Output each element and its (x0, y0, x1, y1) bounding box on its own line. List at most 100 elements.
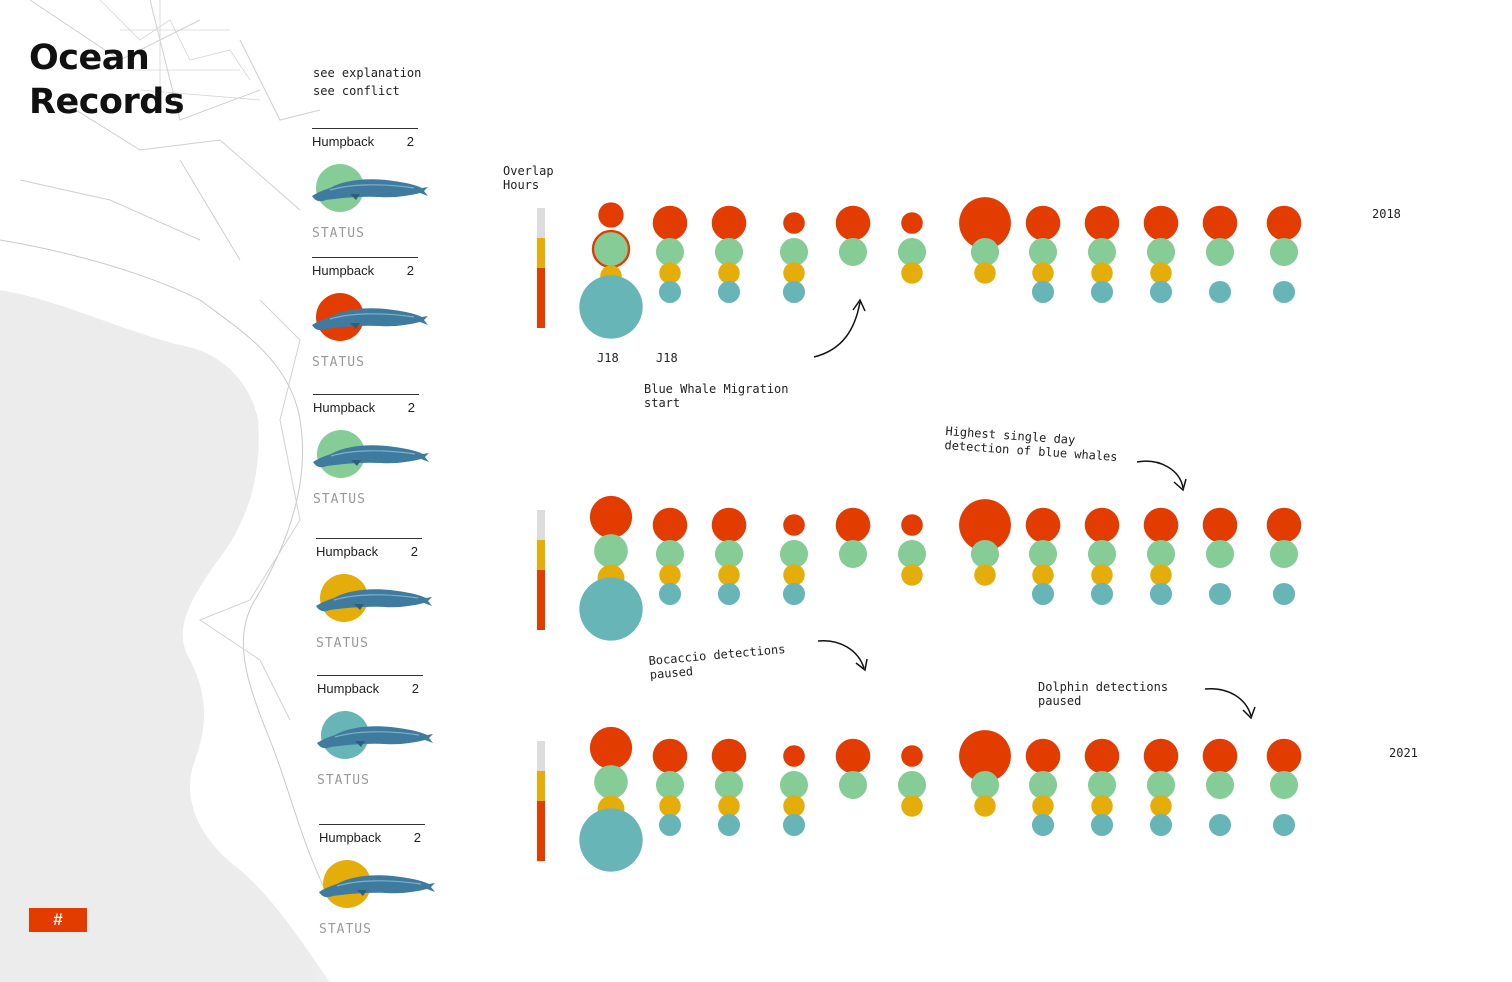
species-card-3[interactable]: Humpback 2 STATUS (313, 394, 429, 514)
card-divider (316, 538, 422, 539)
bubble-yellow-r2-c8 (1091, 795, 1113, 817)
bubble-yellow-r0-c9 (1150, 262, 1172, 284)
bubble-green-r0-c11 (1269, 237, 1299, 267)
bubble-red-r1-c2 (711, 507, 747, 543)
bubble-green-r2-c8 (1087, 770, 1117, 800)
bubble-teal-r0-c8 (1090, 280, 1114, 304)
overlap-bar-yellow-1 (537, 540, 545, 570)
bubble-yellow-r1-c5 (901, 564, 923, 586)
bubble-yellow-r1-c7 (1032, 564, 1054, 586)
card-status: STATUS (312, 355, 365, 370)
column-label-2: J18 (656, 351, 678, 365)
bubble-yellow-r2-c5 (901, 795, 923, 817)
bubble-yellow-r1-c8 (1091, 564, 1113, 586)
see-explanation-link[interactable]: see explanation (313, 66, 422, 80)
species-card-6[interactable]: Humpback 2 STATUS (319, 824, 435, 944)
bubble-teal-r2-c8 (1090, 813, 1114, 837)
bubble-yellow-r0-c5 (901, 262, 923, 284)
card-status: STATUS (316, 636, 369, 651)
card-species-name: Humpback (317, 681, 380, 696)
bubble-red-r1-c6 (959, 499, 1011, 551)
bubble-yellow-r0-c8 (1091, 262, 1113, 284)
see-conflict-link[interactable]: see conflict (313, 84, 400, 98)
card-species-name: Humpback (316, 544, 379, 559)
bubble-green-r0-c2 (714, 237, 744, 267)
species-card-4[interactable]: Humpback 2 STATUS (316, 538, 432, 658)
bubble-green-r2-c6 (970, 770, 1000, 800)
year-label-2018: 2018 (1372, 207, 1401, 221)
card-status: STATUS (319, 922, 372, 937)
bubble-red-r2-c9 (1143, 738, 1179, 774)
bubble-green-r1-c2 (714, 539, 744, 569)
bubble-red-r2-c10 (1202, 738, 1238, 774)
bubble-yellow-r1-c3 (783, 564, 805, 586)
bubble-teal-r2-c10 (1208, 813, 1232, 837)
bubble-red-r2-c0 (589, 726, 633, 770)
bubble-green-r1-c8 (1087, 539, 1117, 569)
bubble-green-r1-c10 (1205, 539, 1235, 569)
bubble-yellow-r1-c6 (974, 564, 996, 586)
card-count: 2 (406, 263, 414, 278)
arrowhead-migration (852, 298, 866, 312)
bubble-red-r0-c0 (598, 202, 624, 228)
bubble-green-r0-c3 (779, 237, 809, 267)
arrowhead-bocaccio (855, 658, 868, 672)
bubble-green-r0-c9 (1146, 237, 1176, 267)
overlap-bar-gray-1 (537, 510, 545, 540)
arrow-dolphin (1204, 688, 1252, 717)
bubble-red-r2-c5 (901, 745, 923, 767)
card-status: STATUS (312, 226, 365, 241)
hash-button[interactable]: # (29, 908, 87, 932)
overlap-hours-label: Overlap Hours (503, 164, 554, 192)
whale-icon (316, 589, 432, 612)
card-count: 2 (406, 134, 414, 149)
bubble-teal-r0-c7 (1031, 280, 1055, 304)
bubble-green-r2-c7 (1028, 770, 1058, 800)
bubble-teal-r1-c2 (717, 582, 741, 606)
whale-icon (319, 875, 435, 898)
arrow-bocaccio (817, 640, 865, 669)
overlap-bar-gray-0 (537, 208, 545, 238)
bubble-red-r2-c6 (959, 730, 1011, 782)
whale-icon (313, 445, 429, 468)
bubble-red-r1-c0 (589, 495, 633, 539)
species-card-5[interactable]: Humpback 2 STATUS (317, 675, 433, 795)
species-card-1[interactable]: Humpback 2 STATUS (312, 128, 428, 248)
bubble-yellow-r2-c6 (974, 795, 996, 817)
card-species-name: Humpback (312, 263, 375, 278)
bubble-red-r1-c10 (1202, 507, 1238, 543)
bubble-red-r0-c4 (835, 205, 871, 241)
overlap-bar-red-0 (537, 268, 545, 328)
year-label-2021: 2021 (1389, 746, 1418, 760)
bubble-teal-r2-c3 (782, 813, 806, 837)
card-count: 2 (407, 400, 415, 415)
bubble-green-r1-c3 (779, 539, 809, 569)
bubble-yellow-r1-c9 (1150, 564, 1172, 586)
bubble-red-r1-c11 (1266, 507, 1302, 543)
bubble-red-r2-c7 (1025, 738, 1061, 774)
card-count: 2 (411, 681, 419, 696)
bubble-teal-r0-c3 (782, 280, 806, 304)
bubble-teal-r0-c1 (658, 280, 682, 304)
bubble-red-r2-c4 (835, 738, 871, 774)
bubble-green-r1-c1 (655, 539, 685, 569)
page-title-line2: Records (29, 82, 185, 122)
bubble-green-r2-c2 (714, 770, 744, 800)
bubble-green-r0-c6 (970, 237, 1000, 267)
bubble-yellow-r2-c3 (783, 795, 805, 817)
bubble-teal-r0-c9 (1149, 280, 1173, 304)
bubble-green-r2-c10 (1205, 770, 1235, 800)
bubble-red-r1-c5 (901, 514, 923, 536)
arrowhead-dolphin (1242, 706, 1256, 720)
bubble-teal-r1-c7 (1031, 582, 1055, 606)
bubble-green-r1-c6 (970, 539, 1000, 569)
bubble-green-r2-c5 (897, 770, 927, 800)
overlap-label-line1: Overlap (503, 164, 554, 178)
annotation-migration-line1: Blue Whale Migration (644, 382, 789, 396)
bubble-green-r2-c3 (779, 770, 809, 800)
bubble-yellow-r2-c2 (718, 795, 740, 817)
bubble-red-r0-c1 (652, 205, 688, 241)
page-title: Ocean Records (29, 36, 185, 124)
species-card-2[interactable]: Humpback 2 STATUS (312, 257, 428, 377)
